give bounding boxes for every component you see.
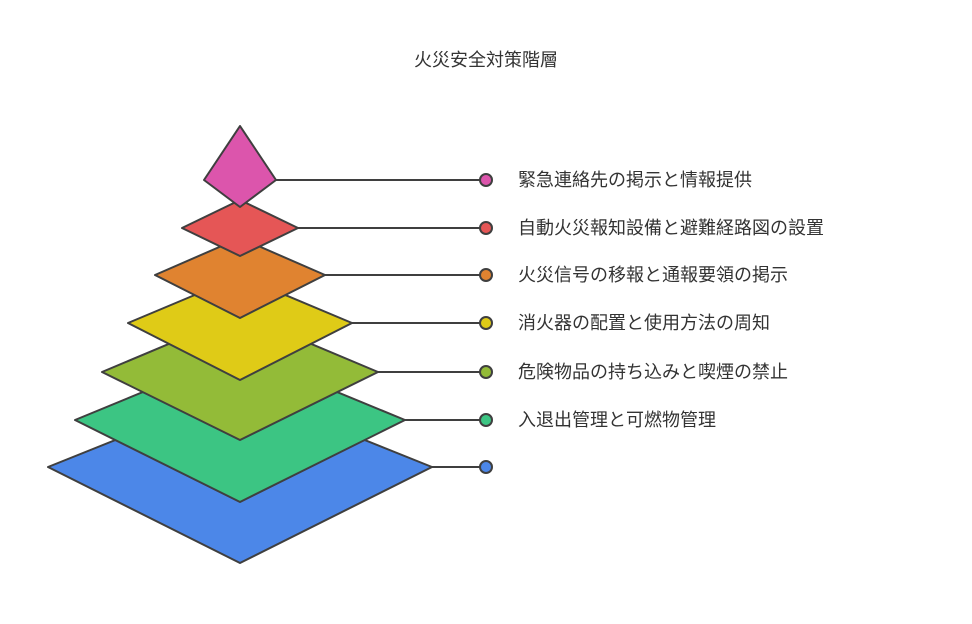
layer-label-5: 危険物品の持ち込みと喫煙の禁止 [518, 362, 788, 383]
layer-labels: 緊急連絡先の掲示と情報提供自動火災報知設備と避難経路図の設置火災信号の移報と通報… [518, 170, 824, 431]
leader-dot-1 [479, 173, 493, 187]
layer-label-3: 火災信号の移報と通報要領の掲示 [518, 265, 788, 286]
layer-label-2: 自動火災報知設備と避難経路図の設置 [518, 218, 824, 239]
leader-dots [479, 173, 493, 474]
leader-dot-4 [479, 316, 493, 330]
leader-dot-6 [479, 413, 493, 427]
layer-label-6: 入退出管理と可燃物管理 [518, 410, 716, 431]
pyramid-layer-4 [127, 275, 353, 381]
layer-label-4: 消火器の配置と使用方法の周知 [518, 313, 770, 334]
leader-lines [270, 179, 486, 468]
leader-dot-5 [479, 365, 493, 379]
pyramid-layer-3 [154, 237, 326, 319]
pyramid-layers [47, 125, 433, 564]
leader-dot-2 [479, 221, 493, 235]
pyramid-layer-2 [181, 199, 299, 257]
pyramid-layer-1 [203, 125, 277, 208]
leader-dot-3 [479, 268, 493, 282]
layer-label-1: 緊急連絡先の掲示と情報提供 [518, 170, 752, 191]
diagram-title: 火災安全対策階層 [414, 50, 558, 71]
leader-dot-7 [479, 460, 493, 474]
